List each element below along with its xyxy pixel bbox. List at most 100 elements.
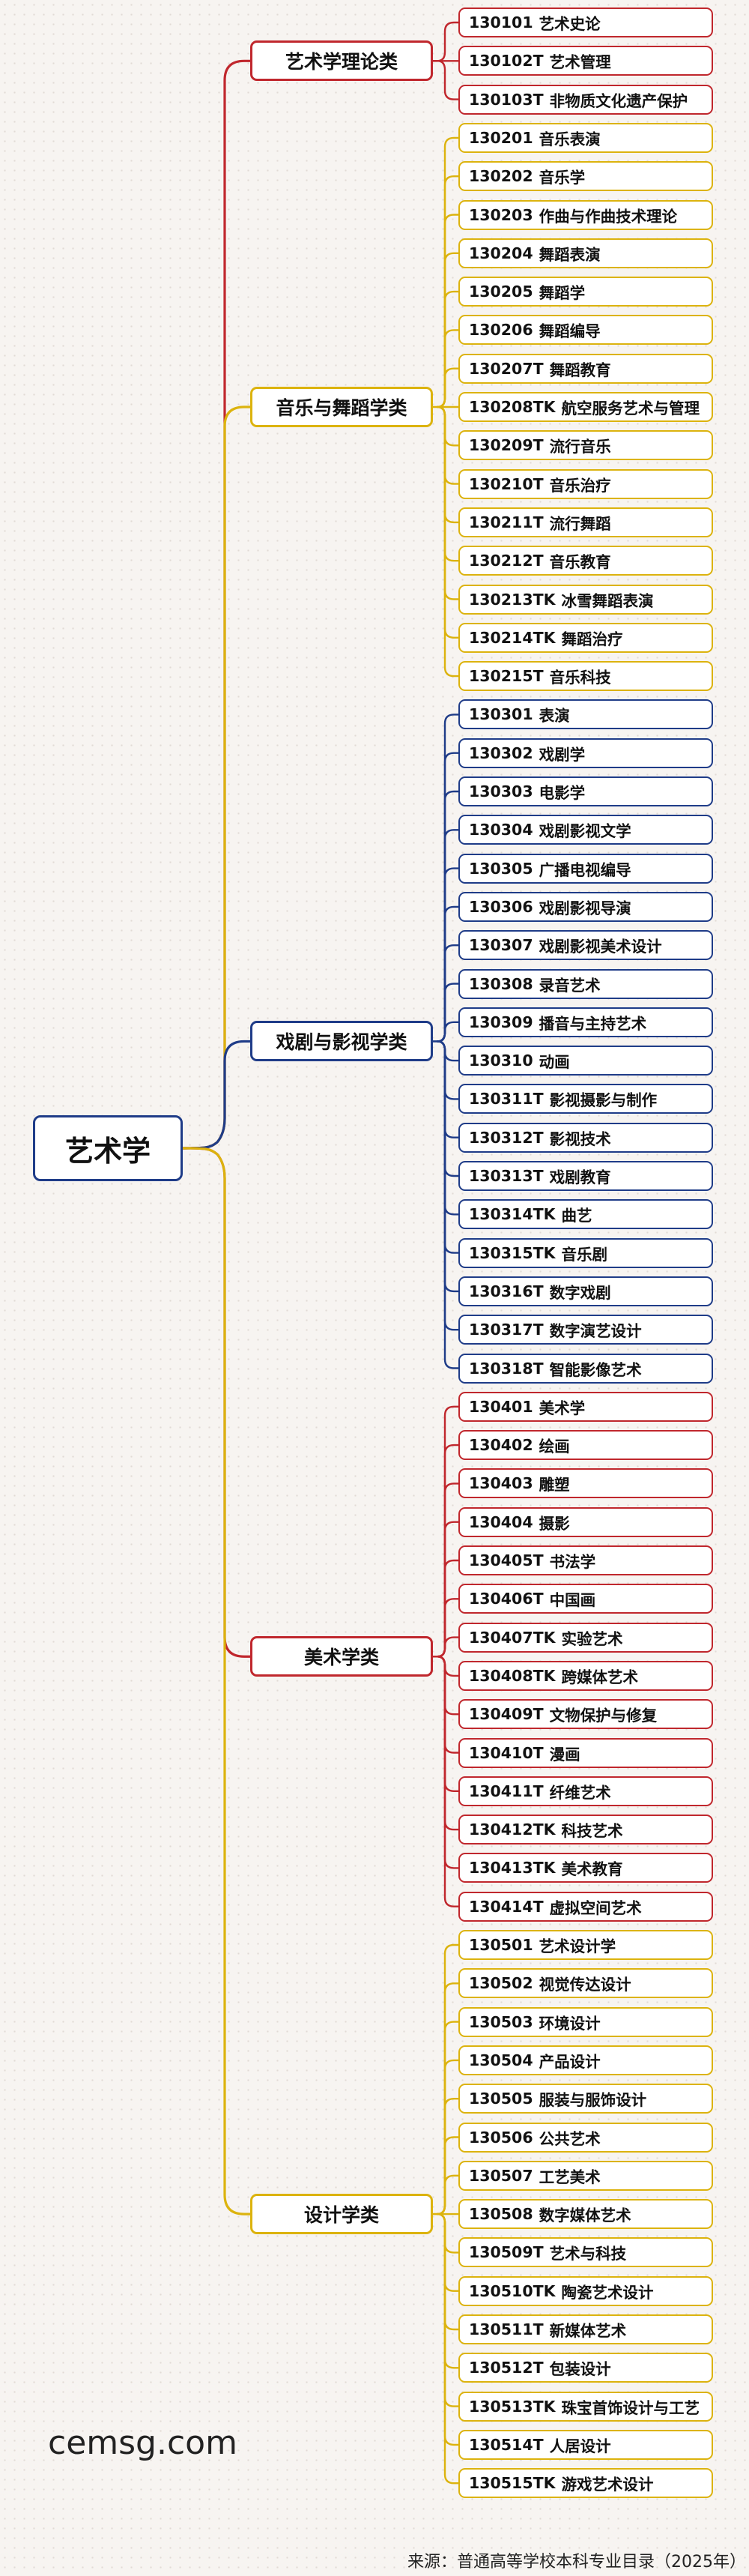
category-to-leaf-connector (436, 2021, 460, 2215)
major-name: 陶瓷艺术设计 (561, 2283, 654, 2302)
major-code: 130209T (469, 436, 544, 455)
major-code: 130303 (469, 782, 533, 800)
major-code: 130215T (469, 667, 544, 686)
category-to-leaf-connector (436, 2212, 460, 2331)
major-name: 流行舞蹈 (549, 514, 611, 533)
major-code: 130205 (469, 283, 533, 301)
major-name: 电影学 (539, 784, 586, 802)
category-to-leaf-connector (436, 1040, 460, 1369)
category-to-leaf-connector (436, 1040, 460, 1177)
major-name: 艺术史论 (539, 15, 601, 33)
major-code: 130511T (469, 2320, 544, 2338)
major-node: 130511T 新媒体艺术 (458, 2314, 713, 2344)
category-to-leaf-connector (436, 1656, 460, 1754)
major-name: 中国画 (549, 1591, 596, 1610)
category-to-leaf-connector (436, 1559, 460, 1658)
major-code: 130512T (469, 2359, 544, 2377)
major-name: 数字媒体艺术 (539, 2207, 631, 2225)
major-code: 130407TK (469, 1628, 556, 1647)
major-name: 艺术管理 (549, 53, 611, 72)
major-code: 130203 (469, 205, 533, 224)
major-code: 130304 (469, 821, 533, 839)
category-to-leaf-connector (436, 1636, 460, 1658)
major-name: 舞蹈表演 (539, 245, 601, 264)
major-name: 环境设计 (539, 2014, 601, 2033)
category-to-leaf-connector (436, 367, 460, 408)
major-code: 130409T (469, 1705, 544, 1724)
major-code: 130408TK (469, 1666, 556, 1685)
major-code: 130101 (469, 13, 533, 31)
major-name: 音乐教育 (549, 553, 611, 572)
category-to-leaf-connector (436, 405, 460, 600)
major-name: 公共艺术 (539, 2129, 601, 2148)
major-name: 影视摄影与制作 (549, 1091, 658, 1110)
major-code: 130514T (469, 2435, 544, 2454)
major-code: 130201 (469, 128, 533, 147)
major-code: 130206 (469, 321, 533, 340)
major-name: 美术学 (539, 1399, 586, 1417)
category-to-leaf-connector (436, 1598, 460, 1658)
major-name: 实验艺术 (561, 1629, 623, 1648)
category-to-leaf-connector (436, 1040, 460, 1062)
major-name: 虚拟空间艺术 (549, 1898, 642, 1917)
category-to-leaf-connector (436, 1444, 460, 1658)
major-name: 舞蹈教育 (549, 361, 611, 379)
major-code: 130305 (469, 859, 533, 878)
major-name: 新媒体艺术 (549, 2322, 627, 2340)
category-to-leaf-connector (436, 944, 460, 1043)
major-name: 人居设计 (549, 2437, 611, 2455)
major-name: 音乐学 (539, 169, 586, 187)
major-code: 130502 (469, 1974, 533, 1993)
root-to-category-connector (181, 1147, 252, 1658)
major-node: 130514T 人居设计 (458, 2429, 713, 2460)
category-to-leaf-connector (436, 829, 460, 1043)
major-code: 130210T (469, 474, 544, 493)
major-name: 产品设计 (539, 2052, 601, 2071)
category-to-leaf-connector (436, 1405, 460, 1658)
major-code: 130506 (469, 2128, 533, 2147)
category-to-leaf-connector (436, 405, 460, 678)
major-code: 130515TK (469, 2474, 556, 2493)
major-name: 表演 (539, 707, 570, 726)
major-name: 戏剧学 (539, 745, 586, 764)
major-code: 130403 (469, 1474, 533, 1493)
major-code: 130208TK (469, 398, 556, 416)
category-to-leaf-connector (436, 405, 460, 524)
major-code: 130315TK (469, 1243, 556, 1262)
major-code: 130313T (469, 1167, 544, 1185)
major-code: 130402 (469, 1436, 533, 1455)
major-code: 130202 (469, 167, 533, 186)
major-code: 130207T (469, 359, 544, 378)
major-code: 130508 (469, 2205, 533, 2224)
major-name: 作曲与作曲技术理论 (539, 207, 678, 226)
major-name: 美术教育 (561, 1860, 623, 1879)
major-code: 130309 (469, 1013, 533, 1031)
category-to-leaf-connector (436, 2174, 460, 2215)
major-code: 130404 (469, 1512, 533, 1531)
category-to-leaf-connector (436, 2212, 460, 2485)
root-to-category-connector (181, 1040, 252, 1150)
category-to-leaf-connector (436, 1040, 460, 1331)
major-name: 动画 (539, 1053, 570, 1072)
category-to-leaf-connector (436, 1040, 460, 1254)
